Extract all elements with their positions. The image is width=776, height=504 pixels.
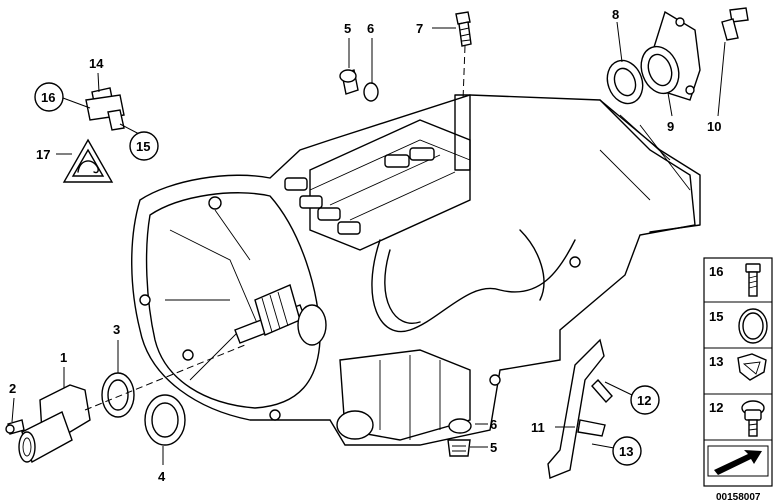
collar-screw-icon xyxy=(741,400,765,437)
solenoid-row xyxy=(284,147,435,235)
side-item-label-4: 12 xyxy=(709,400,723,415)
callout-6-bottom: 6 xyxy=(490,417,497,432)
callout-7: 7 xyxy=(416,21,423,36)
bracket-part-11 xyxy=(547,338,613,479)
shaft-seal-part-3 xyxy=(101,372,135,418)
arrow-icon xyxy=(707,445,769,477)
screw-plug-part-5-top xyxy=(339,69,359,95)
guide-sleeve-part-1 xyxy=(18,384,91,464)
transmission-housing xyxy=(131,94,701,446)
screw-plug-part-5-bottom xyxy=(447,439,471,457)
sealing-ring-part-6-top xyxy=(363,82,379,102)
screw-part-7 xyxy=(455,11,472,47)
callout-16: 16 xyxy=(41,90,55,105)
assembly-line xyxy=(84,344,246,411)
callout-10: 10 xyxy=(707,119,721,134)
bolt-icon xyxy=(745,263,761,297)
drawing-id: 00158007 xyxy=(716,492,761,503)
callout-9: 9 xyxy=(667,119,674,134)
callout-6-top: 6 xyxy=(367,21,374,36)
leader-lines xyxy=(11,21,726,465)
sealing-ring-icon xyxy=(738,308,768,344)
callout-14: 14 xyxy=(89,56,104,71)
clip-nut-icon xyxy=(737,353,767,381)
bolt-part-10 xyxy=(721,7,749,41)
warning-triangle-part-17 xyxy=(62,138,114,183)
circled-callouts: 16 15 12 13 xyxy=(34,82,660,466)
callout-labels: 1 2 3 4 5 6 7 8 9 10 14 17 6 5 11 xyxy=(9,7,721,484)
callout-12: 12 xyxy=(637,393,651,408)
speed-sensor-part-14 xyxy=(85,87,125,131)
callout-15: 15 xyxy=(136,139,150,154)
callout-13: 13 xyxy=(619,444,633,459)
side-panel: 16 15 13 12 xyxy=(703,257,773,487)
callout-3: 3 xyxy=(113,322,120,337)
side-item-label-1: 16 xyxy=(709,264,723,279)
radial-seal-part-8 xyxy=(606,59,644,105)
callout-5-bottom: 5 xyxy=(490,440,497,455)
callout-5-top: 5 xyxy=(344,21,351,36)
input-shaft xyxy=(234,284,327,346)
callout-4: 4 xyxy=(158,469,166,484)
callout-8: 8 xyxy=(612,7,619,22)
bolt-part-2 xyxy=(5,419,25,435)
callout-11: 11 xyxy=(531,420,545,435)
ring-part-4 xyxy=(144,394,186,446)
callout-1: 1 xyxy=(60,350,67,365)
callout-17: 17 xyxy=(36,147,50,162)
callout-2: 2 xyxy=(9,381,16,396)
side-item-label-3: 13 xyxy=(709,354,723,369)
sealing-ring-part-6-bottom xyxy=(448,418,472,434)
side-item-label-2: 15 xyxy=(709,309,723,324)
output-flange-part-9 xyxy=(640,10,701,101)
